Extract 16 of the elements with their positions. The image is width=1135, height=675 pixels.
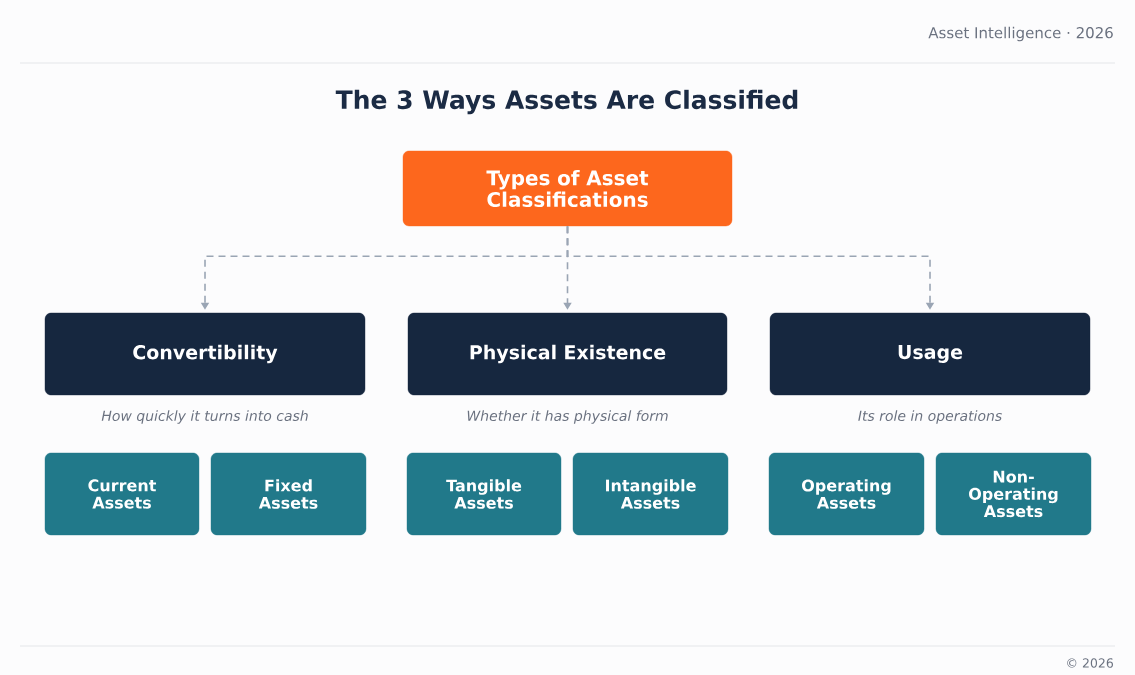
type-box: Operating Assets: [768, 452, 925, 536]
footer-text: © 2026: [1067, 658, 1113, 668]
root-box: Types of Asset Classifications: [402, 150, 733, 227]
header-text: Asset Intelligence · 2026: [928, 26, 1113, 42]
category-box: Physical Existence: [407, 312, 728, 396]
title: The 3 Ways Assets Are Classified: [335, 89, 798, 115]
category-box: Usage: [769, 312, 1091, 396]
caption-text: Its role in operations: [858, 410, 1002, 424]
type-box: Current Assets: [44, 452, 200, 536]
type-box: Intangible Assets: [572, 452, 729, 536]
type-box: Tangible Assets: [406, 452, 562, 536]
caption-text: Whether it has physical form: [467, 410, 668, 424]
category-box: Convertibility: [44, 312, 366, 396]
caption-text: How quickly it turns into cash: [101, 410, 308, 424]
type-box: Fixed Assets: [210, 452, 367, 536]
type-box: Non-Operating Assets: [935, 452, 1092, 536]
